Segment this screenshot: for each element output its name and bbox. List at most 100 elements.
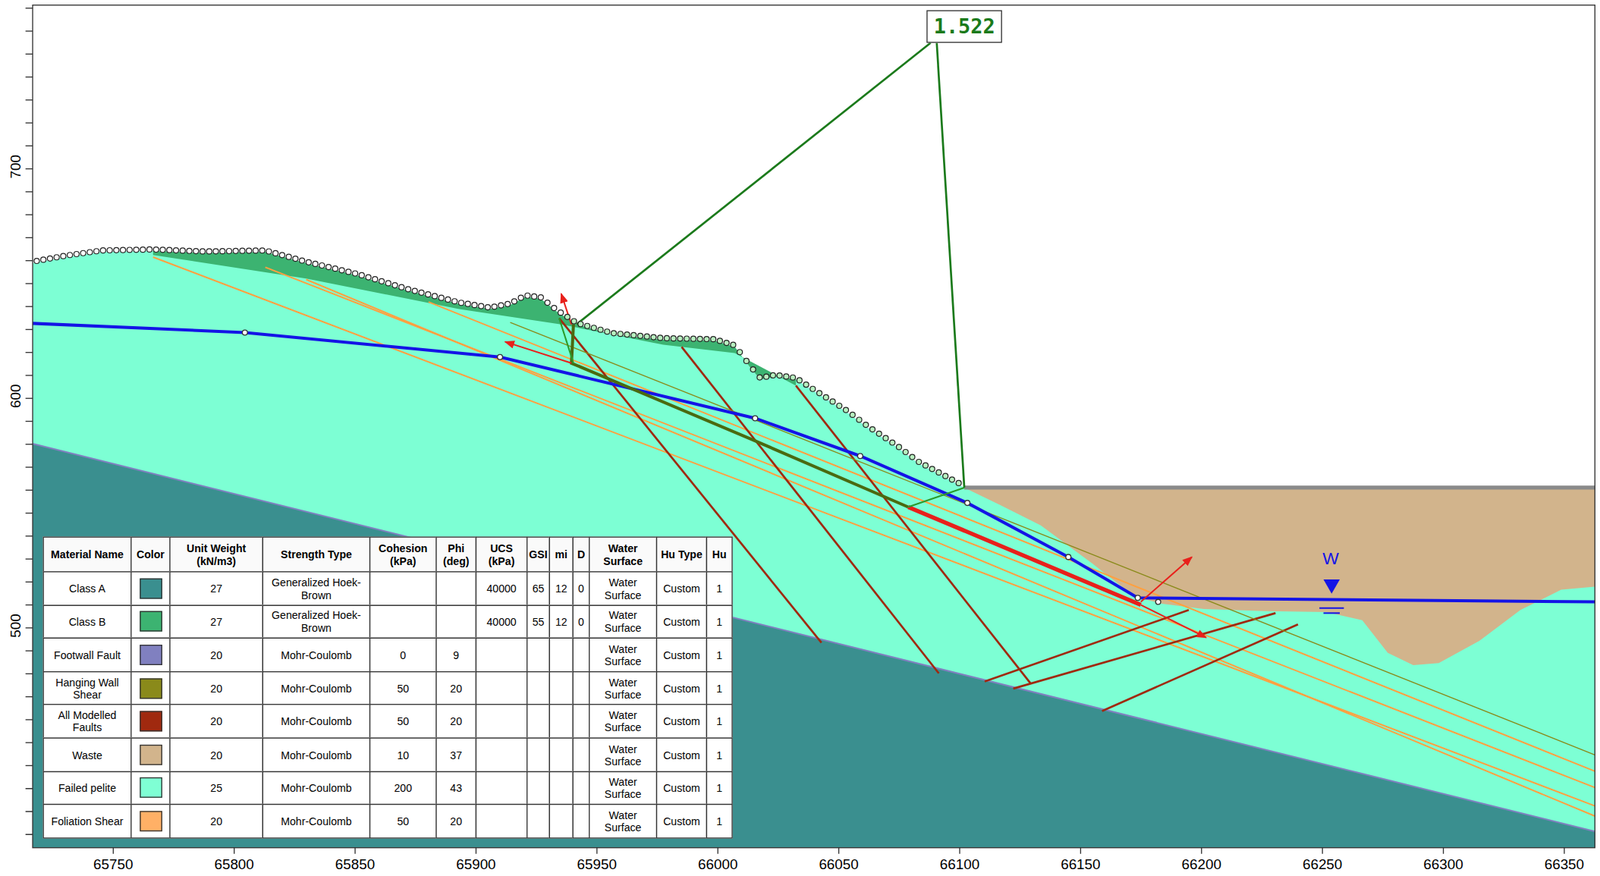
- water-table: [32, 323, 1595, 602]
- slice-marker: [916, 458, 922, 465]
- table-cell: Failed pelite: [42, 770, 132, 805]
- table-cell: 65: [526, 571, 551, 606]
- legend-text: Class B: [69, 616, 107, 629]
- slice-marker: [100, 248, 106, 254]
- table-cell: [572, 704, 591, 739]
- slice-marker: [584, 323, 591, 329]
- slice-marker: [730, 342, 736, 348]
- table-cell: Foliation Shear: [42, 804, 132, 839]
- slice-marker: [399, 284, 405, 290]
- table-value: 65: [532, 582, 545, 595]
- slice-marker: [220, 248, 226, 255]
- slice-marker: [179, 248, 186, 254]
- slice-marker: [445, 296, 451, 302]
- table-cell: mi: [549, 536, 574, 573]
- table-cell: 1: [706, 571, 733, 606]
- slice-marker: [67, 252, 73, 258]
- slice-marker: [943, 473, 949, 479]
- slice-marker: [544, 300, 551, 306]
- table-cell: [572, 737, 591, 772]
- slice-marker: [955, 480, 962, 486]
- slice-marker: [650, 334, 657, 340]
- slip-surface: [559, 318, 1142, 606]
- slice-marker: [704, 336, 710, 343]
- table-cell: Phi (deg): [435, 536, 477, 573]
- slice-marker: [690, 336, 696, 342]
- slice-marker: [737, 349, 743, 356]
- axis-label: 600: [6, 384, 24, 409]
- slice-marker: [259, 248, 265, 254]
- slice-marker: [299, 257, 305, 264]
- slice-marker: [590, 325, 597, 331]
- table-value: 1: [716, 682, 723, 695]
- table-cell: [369, 571, 437, 606]
- slice-marker: [385, 280, 391, 287]
- table-cell: [475, 770, 529, 805]
- legend-text: Foliation Shear: [51, 815, 124, 828]
- table-cell: Strength Type: [262, 536, 371, 573]
- slice-marker: [743, 358, 749, 364]
- slice-marker: [106, 248, 113, 254]
- legend-text: All Modelled Faults: [46, 709, 129, 734]
- table-cell: [475, 737, 529, 772]
- table-cell: [526, 804, 551, 839]
- table-cell: [549, 770, 574, 805]
- table-value: 12: [555, 616, 568, 629]
- table-cell: [572, 638, 591, 673]
- slice-marker: [411, 288, 418, 294]
- table-value: Water Surface: [591, 576, 654, 601]
- slice-marker: [438, 295, 444, 301]
- table-cell: UCS (kPa): [475, 536, 529, 573]
- slice-marker: [770, 372, 776, 378]
- slice-marker: [484, 304, 491, 311]
- slice-marker: [425, 292, 431, 298]
- table-value: Water Surface: [591, 642, 654, 667]
- legend-swatch: [139, 744, 163, 766]
- table-header: Color: [136, 548, 165, 561]
- table-cell: Material Name: [42, 536, 132, 573]
- slice-marker: [817, 390, 823, 397]
- table-value: Custom: [663, 715, 701, 728]
- axis-label: 65750: [93, 855, 133, 873]
- table-cell: 20: [169, 704, 264, 739]
- table-cell: 20: [169, 804, 264, 839]
- table-cell: [549, 638, 574, 673]
- slice-marker: [929, 466, 935, 472]
- legend-text: Waste: [72, 748, 103, 761]
- table-cell: 20: [435, 804, 477, 839]
- table-value: 25: [210, 782, 223, 795]
- table-value: 200: [393, 782, 412, 795]
- slice-marker: [153, 247, 159, 253]
- slice-marker: [379, 278, 385, 284]
- legend-swatch: [139, 611, 163, 632]
- table-cell: Custom: [656, 737, 708, 772]
- table-header: Strength Type: [280, 548, 353, 561]
- table-value: Generalized Hoek-Brown: [265, 609, 368, 634]
- slice-marker: [326, 264, 332, 271]
- water-label: W: [1322, 549, 1340, 570]
- axis-label: 66150: [1060, 855, 1101, 873]
- slice-marker: [783, 374, 789, 380]
- table-cell: Generalized Hoek-Brown: [262, 604, 371, 639]
- table-header: D: [577, 548, 585, 561]
- slice-marker: [147, 246, 153, 252]
- table-cell: Water Surface: [588, 536, 657, 573]
- class-a-rock: [32, 443, 1595, 849]
- force-arrows: [505, 293, 1207, 638]
- slice-marker: [40, 257, 47, 263]
- safety-factor: 1.522: [933, 14, 996, 39]
- table-cell: [526, 704, 551, 739]
- table-cell: 37: [435, 737, 477, 772]
- table-cell: 200: [369, 770, 437, 805]
- table-value: 1: [716, 715, 723, 728]
- table-cell: 1: [706, 737, 733, 772]
- table-cell: Water Surface: [588, 804, 657, 839]
- table-cell: Water Surface: [588, 638, 657, 673]
- axis-label: 65900: [455, 855, 496, 873]
- table-cell: [549, 804, 574, 839]
- table-value: 27: [210, 616, 223, 629]
- table-cell: 1: [706, 671, 733, 706]
- table-cell: 1: [706, 704, 733, 739]
- slice-marker: [266, 248, 272, 255]
- table-value: Mohr-Coulomb: [280, 648, 352, 661]
